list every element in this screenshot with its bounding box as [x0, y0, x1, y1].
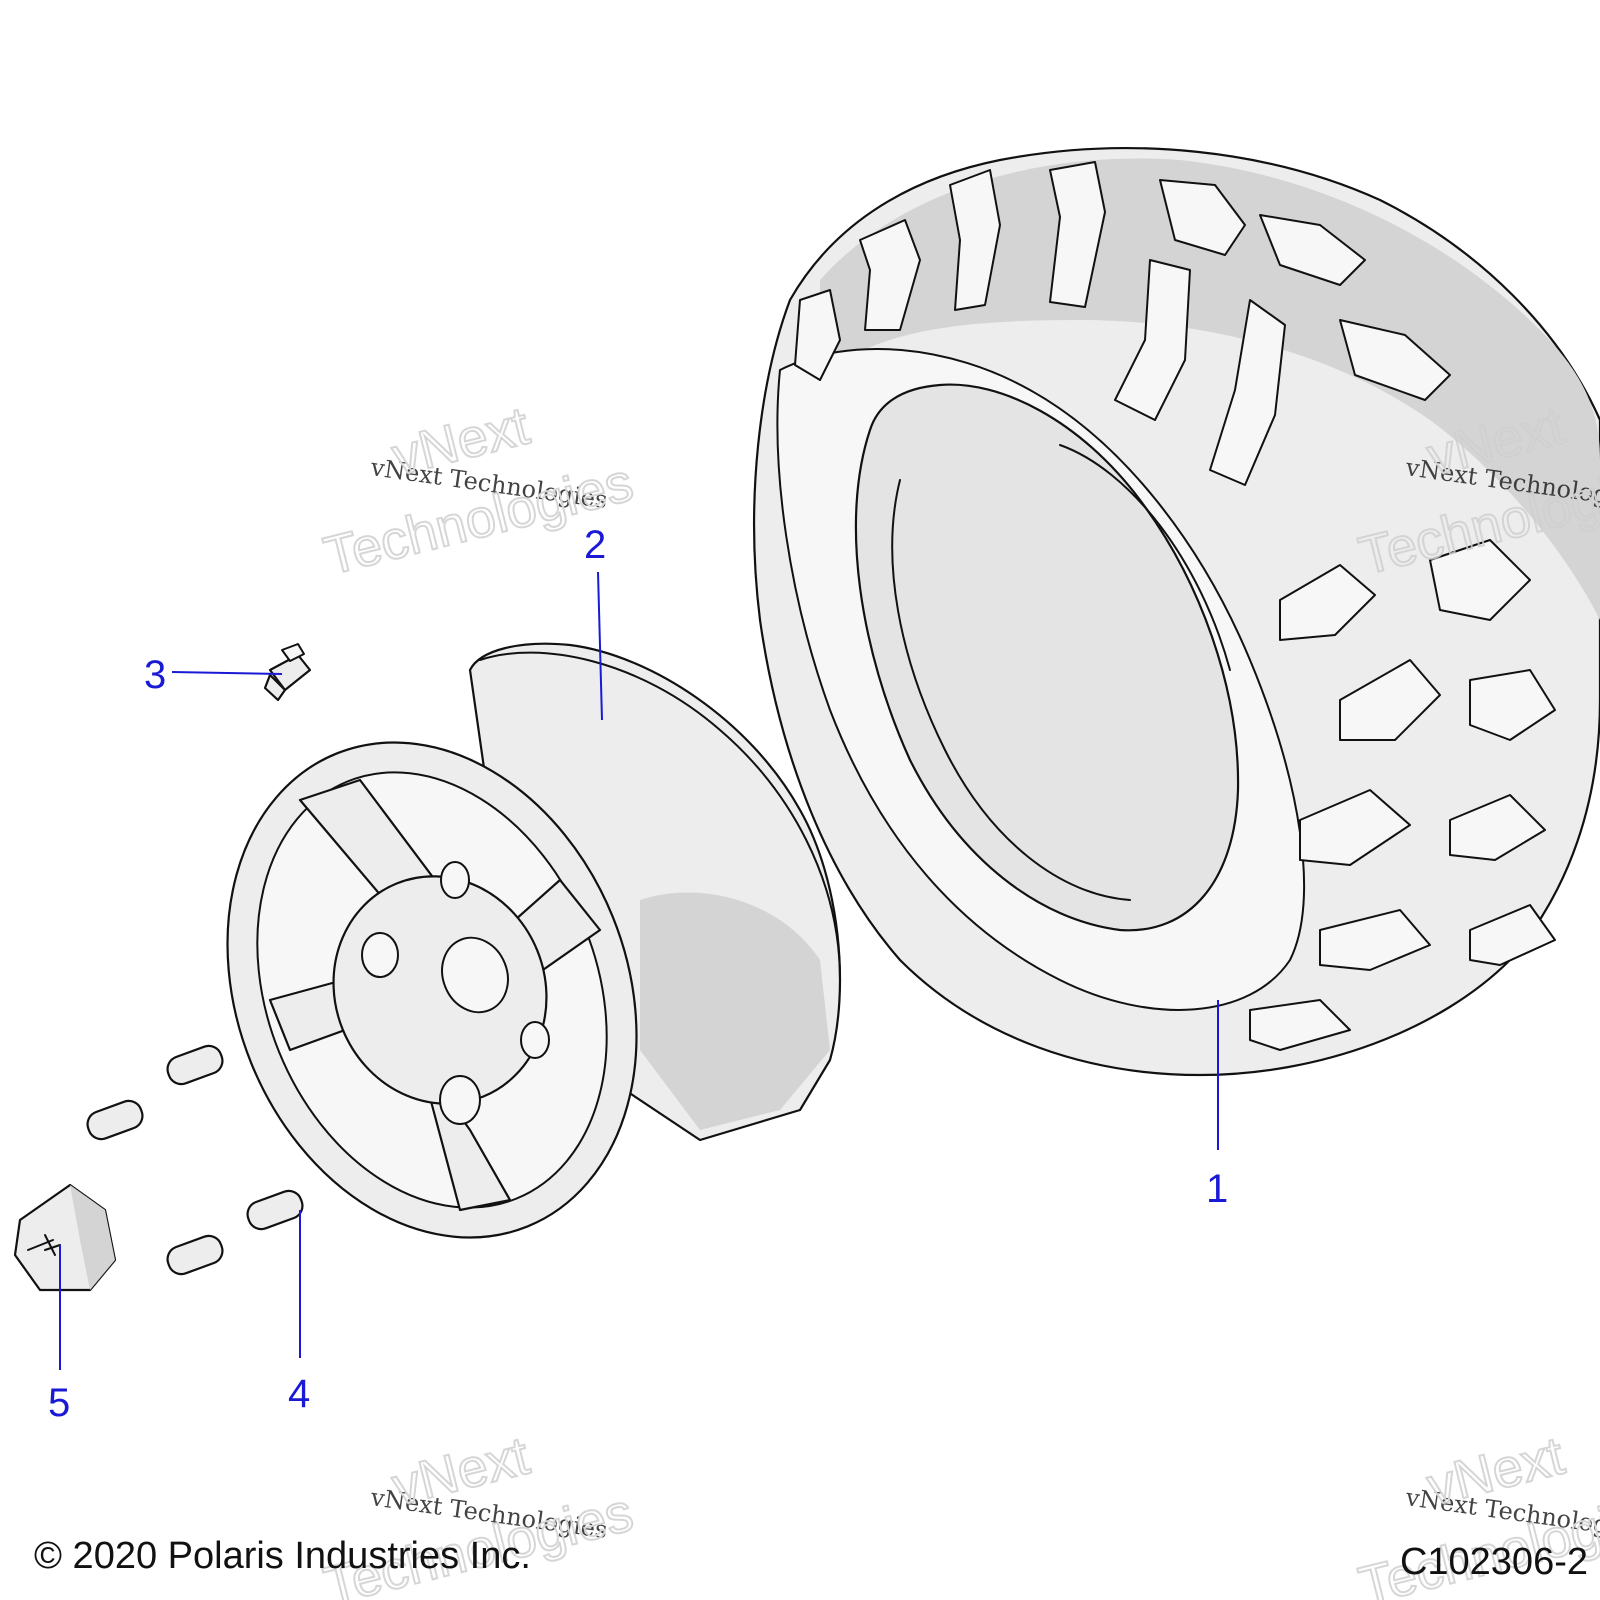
- valve-stem: [263, 643, 312, 702]
- leader-3: [171, 671, 283, 675]
- callout-2: 2: [584, 523, 606, 567]
- tread-lugs: [794, 161, 1556, 1051]
- watermarks: vNext Technologies vNext Technologies vN…: [317, 395, 1600, 1600]
- wheel: [226, 642, 842, 1239]
- center-cap: [13, 1183, 117, 1292]
- leader-lines: [59, 571, 1219, 1370]
- callout-3: 3: [144, 653, 166, 697]
- callout-1: 1: [1206, 1167, 1228, 1211]
- callouts: 1 2 3 4 5: [48, 523, 1228, 1425]
- lug-nuts: [86, 1044, 304, 1276]
- copyright-notice: © 2020 Polaris Industries Inc.: [34, 1535, 531, 1577]
- leader-2: [597, 571, 603, 721]
- callout-5: 5: [48, 1381, 70, 1425]
- callout-4: 4: [288, 1372, 310, 1416]
- drawing-number: C102306-2: [1400, 1541, 1588, 1583]
- tire: [753, 147, 1600, 1077]
